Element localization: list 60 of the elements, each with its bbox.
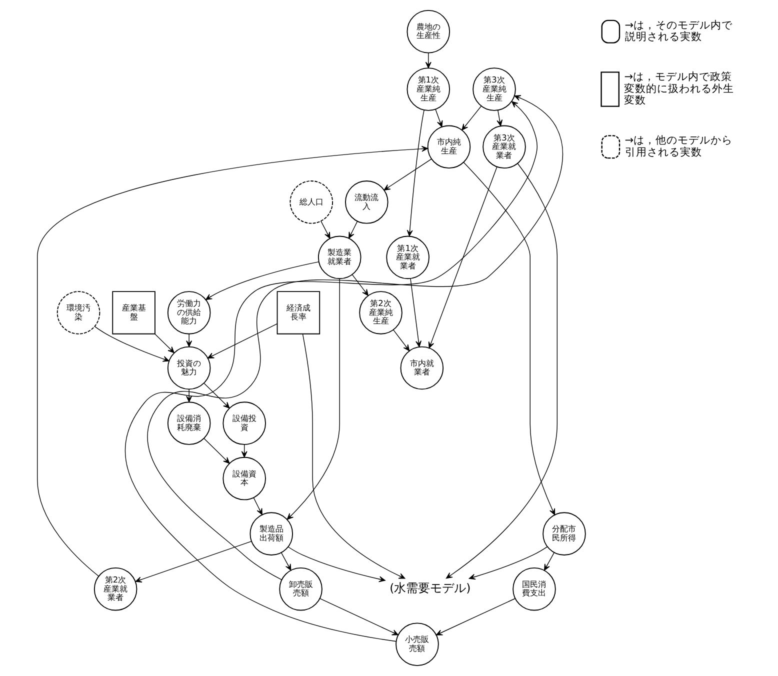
arrow [204,438,230,464]
arrow [463,162,556,516]
arrow [435,108,443,128]
arrow [425,52,432,68]
arrow [392,329,410,352]
arrow [462,106,482,130]
arrow [384,158,432,190]
legend-label: →は，他のモデルから引用される実数 [624,134,733,158]
node-circle: 設備消耗廃棄 [167,402,211,445]
arrow [280,552,292,571]
arrow [406,110,424,236]
arrow [286,278,340,520]
arrow [204,383,230,408]
node-circle: 第1次産業就業者 [386,236,430,280]
arrow [37,146,428,576]
arrow [428,166,498,348]
legend-label: →は，モデル内で政策変数的に扱われる外生変数 [624,71,734,107]
node-circle: 第3次産業純生産 [472,68,516,111]
node-text: (水需要モデル) [390,581,471,596]
arrow [352,274,368,296]
node-circle: 国民消費支出 [512,567,556,611]
node-circle: 第3次産業就業者 [482,125,526,169]
arrow [207,324,278,358]
node-circle: 市内純生産 [427,125,471,169]
legend-label: →は，そのモデル内で説明される実数 [624,19,733,44]
node-box: 産業基盤 [112,291,156,334]
arrow [320,598,399,636]
arrow [94,326,170,362]
node-circle: 労働力の供給能力 [167,291,211,334]
node-circle: 流動流入 [345,180,388,224]
arrow [135,540,252,582]
node-circle: 農地の生産性 [406,10,450,54]
arrow [125,101,538,642]
arrow [468,546,548,580]
node-circle: 市内就業者 [400,346,444,390]
arrow [320,220,330,239]
node-box: 経済成長率 [276,291,320,334]
node-circle: 製造業就業者 [318,236,362,280]
node-circle: 第1次産業純生産 [406,68,450,111]
node-circle: 卸売販売額 [279,567,322,611]
arrow [186,388,192,402]
arrow [302,334,406,579]
arrow [186,334,192,348]
arrow [544,552,555,571]
arrow [436,598,516,636]
arrow [154,334,174,354]
node-circle: 総人口 [290,180,334,224]
arrow [147,95,563,580]
node-circle: 第2次産業純生産 [359,291,402,334]
arrow [446,163,558,579]
arrow [205,261,320,300]
arrow [288,546,386,582]
node-circle: 第2次産業就業者 [94,567,138,611]
node-circle: 小売販売額 [396,622,439,666]
node-circle: 分配市民所得 [542,512,586,556]
arrow [253,497,262,516]
arrow [410,278,422,348]
arrow [496,110,503,126]
arrow [348,220,358,239]
node-circle: 環境汚染 [56,291,100,334]
